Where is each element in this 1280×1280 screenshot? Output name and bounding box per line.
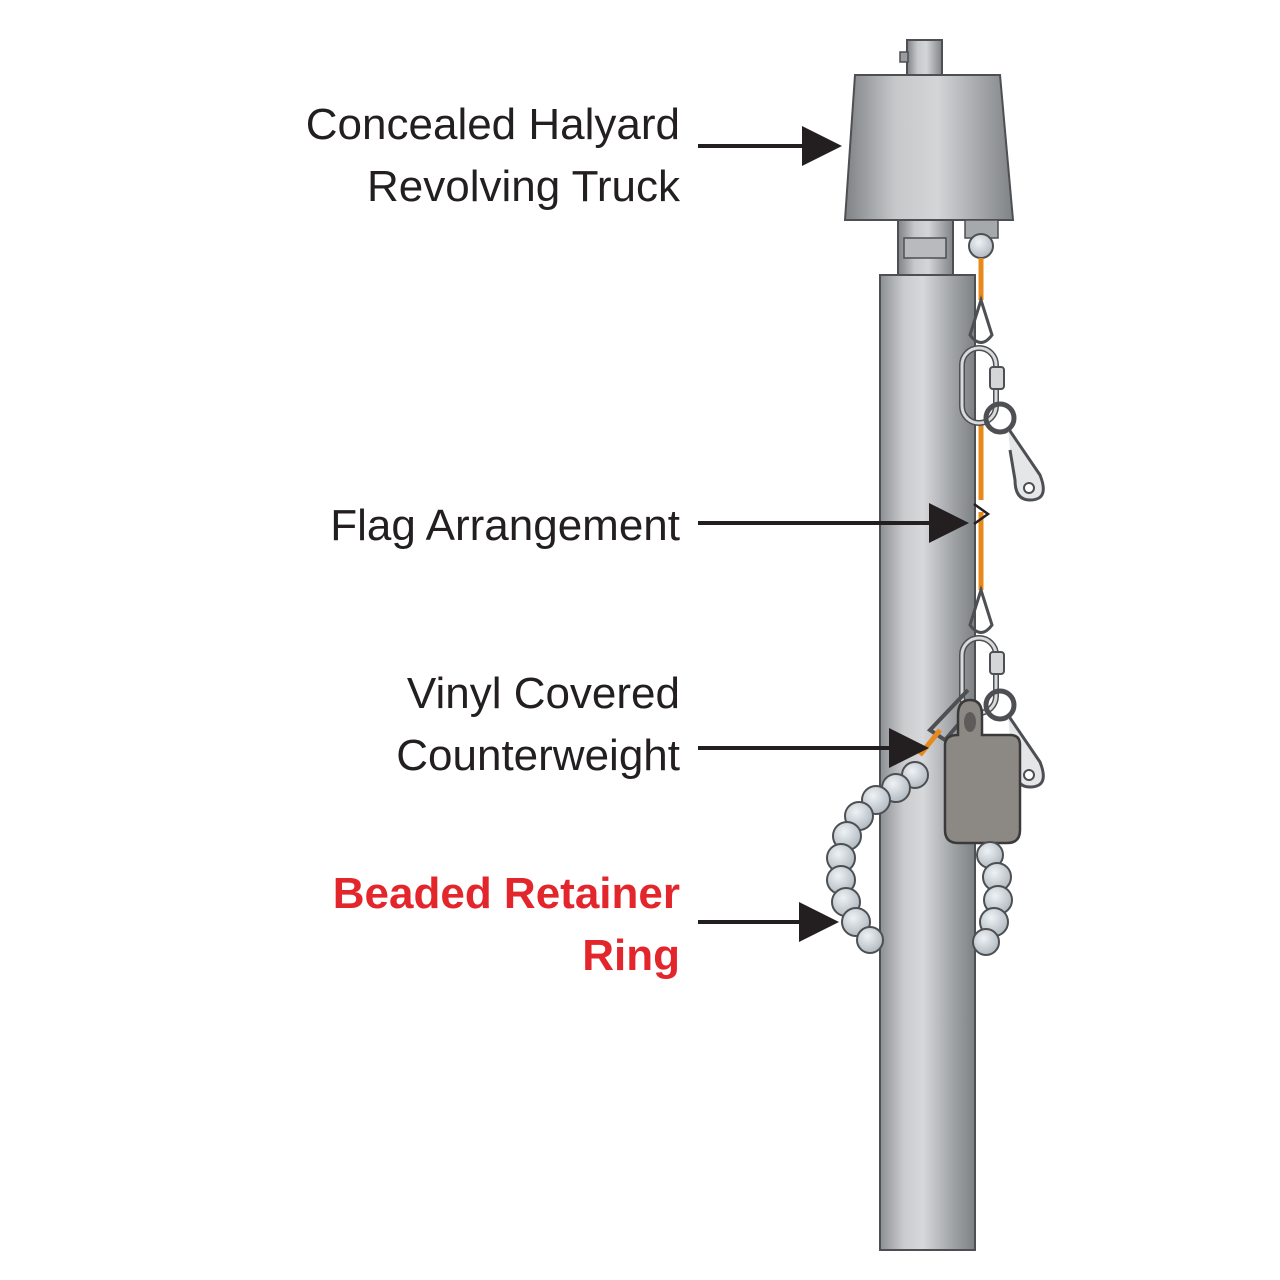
leader-arrows xyxy=(698,126,969,942)
revolving-truck-icon xyxy=(843,39,1015,276)
truck-label: Concealed Halyard Revolving Truck xyxy=(306,94,680,218)
counterweight-label-line1: Vinyl Covered xyxy=(406,669,680,718)
flag-arrangement-label: Flag Arrangement xyxy=(330,495,680,557)
counterweight-label: Vinyl Covered Counterweight xyxy=(396,663,680,787)
truck-label-line1: Concealed Halyard xyxy=(305,100,680,149)
snap-hook-icon xyxy=(959,345,1045,502)
ring-label-line2: Ring xyxy=(582,931,680,980)
counterweight-icon xyxy=(943,698,1022,845)
flag-label-line1: Flag Arrangement xyxy=(330,501,680,550)
retainer-ring-label: Beaded Retainer Ring xyxy=(333,863,680,987)
beaded-ring-icon xyxy=(826,761,1013,956)
counterweight-label-line2: Counterweight xyxy=(396,731,680,780)
truck-label-line2: Revolving Truck xyxy=(366,162,680,211)
ring-label-line1: Beaded Retainer xyxy=(332,869,680,918)
halyard-rope xyxy=(968,258,994,634)
